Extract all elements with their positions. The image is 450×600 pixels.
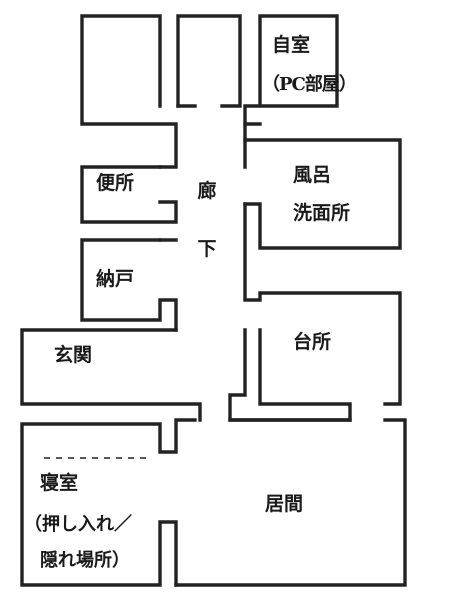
wall-private-room-lower (243, 122, 262, 142)
wall-toilet (80, 165, 178, 224)
wall-living-room (174, 418, 407, 587)
room-sublabel-washroom: 洗面所 (293, 202, 351, 224)
room-sublabel-hiding-place: 隠れ場所） (40, 550, 130, 571)
room-label-living-room: 居間 (265, 493, 304, 515)
room-label-storage: 納戸 (96, 268, 135, 290)
room-label-private-room: 自室 (272, 34, 311, 56)
wall-corridor-right (243, 202, 402, 406)
wall-private-room (243, 14, 339, 126)
wall-entrance (20, 328, 202, 422)
room-sublabel-pc-room: （PC部屋） (262, 74, 357, 95)
wall-bath (243, 138, 402, 250)
wall-bedroom (20, 418, 197, 587)
corridor-label-char2: 下 (197, 238, 217, 260)
wall-top-middle-closet (176, 14, 242, 108)
wall-top-left-closet (80, 14, 178, 169)
wall-storage (80, 238, 178, 332)
wall-kitchen (228, 328, 352, 422)
corridor-label-char1: 廊 (197, 180, 217, 202)
room-label-kitchen: 台所 (293, 331, 332, 353)
room-label-entrance: 玄関 (54, 344, 93, 366)
room-label-bedroom: 寝室 (40, 472, 79, 494)
room-label-bath: 風呂 (293, 164, 332, 186)
room-label-toilet: 便所 (96, 172, 135, 194)
room-sublabel-closet: （押し入れ／ (24, 514, 132, 535)
